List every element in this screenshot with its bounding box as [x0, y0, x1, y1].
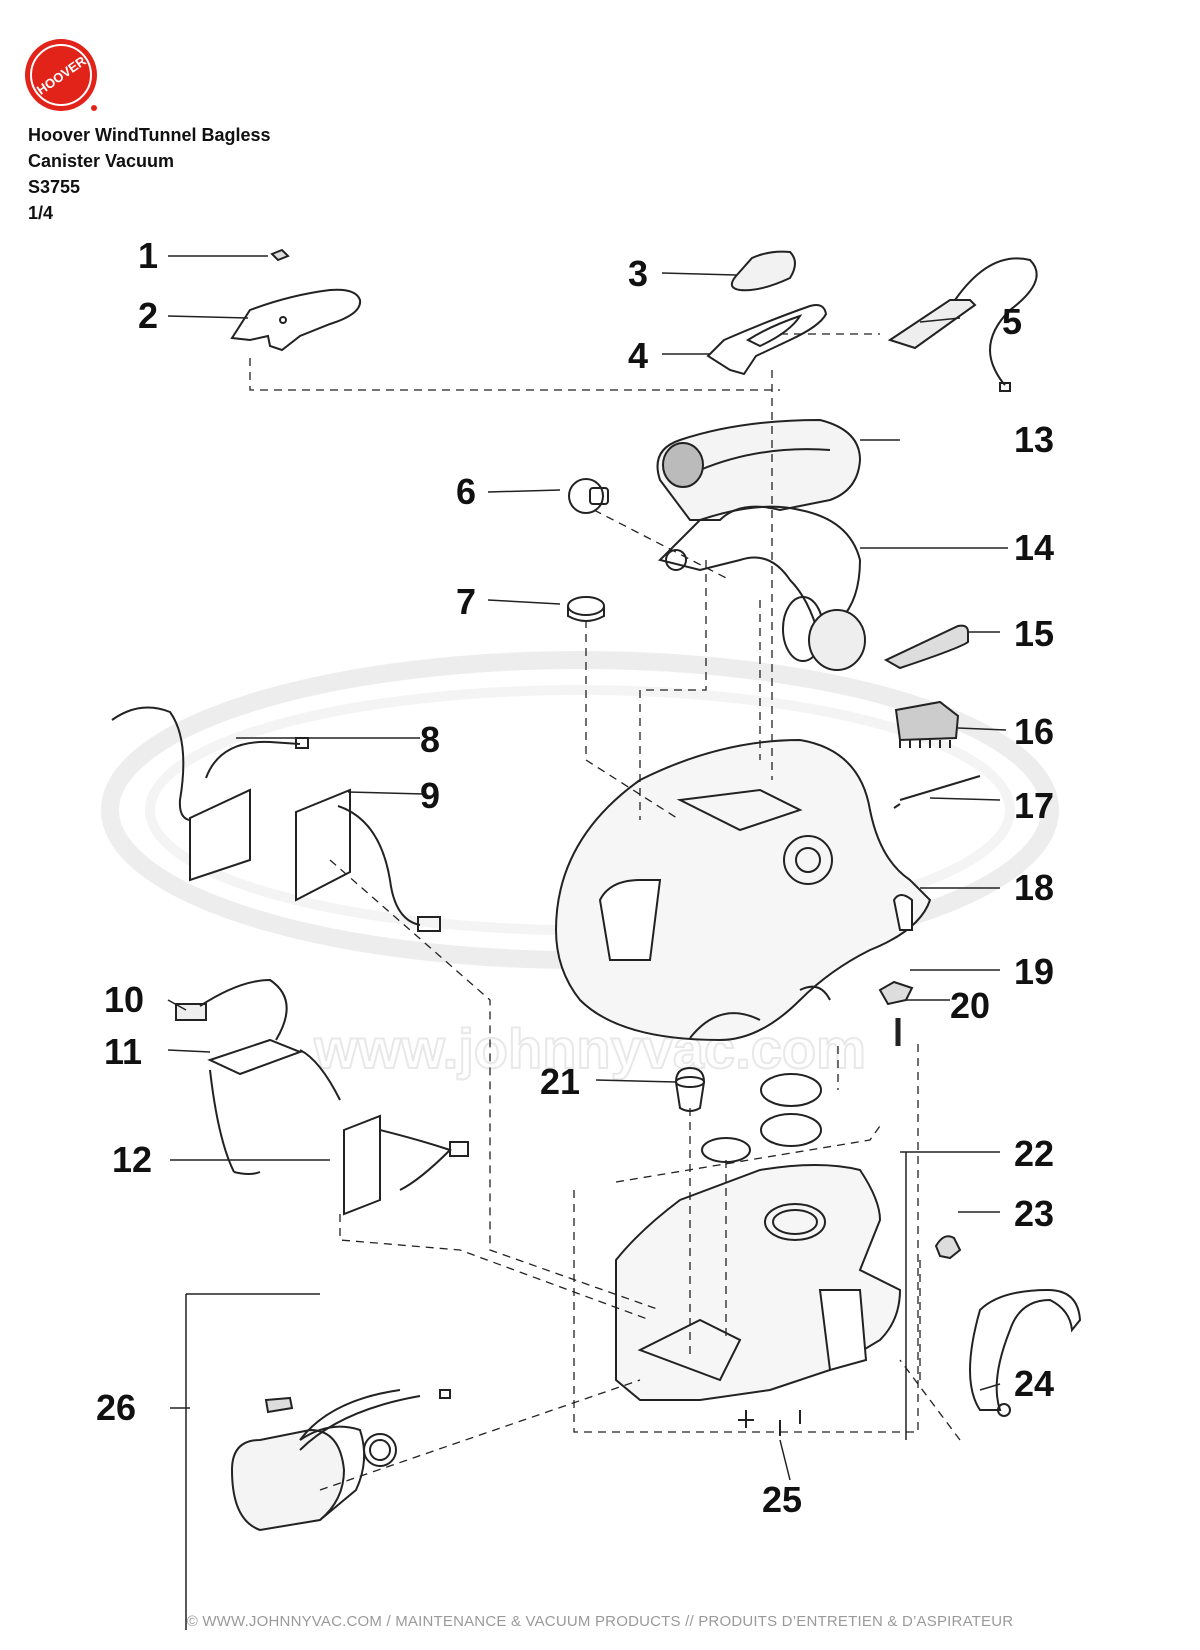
callout-16: 16 [1014, 711, 1054, 752]
callout-6: 6 [456, 471, 476, 512]
callout-20: 20 [950, 985, 990, 1026]
part-8-cord-wire [111, 706, 241, 822]
hoover-logo: HOOVER [25, 39, 97, 111]
callout-13: 13 [1014, 419, 1054, 460]
callout-26: 26 [96, 1387, 136, 1428]
document-header: Hoover WindTunnel Bagless Canister Vacuu… [28, 122, 271, 226]
footer-copyright: © WWW.JOHNNYVAC.COM / MAINTENANCE & VACU… [186, 1613, 1014, 1630]
callout-9: 9 [420, 775, 440, 816]
part-6-wheel-hub [568, 478, 604, 514]
callout-22: 22 [1014, 1133, 1054, 1174]
callout-21: 21 [540, 1061, 580, 1102]
callout-3: 3 [628, 253, 648, 294]
callout-17: 17 [1014, 785, 1054, 826]
part-15-crevice-tool [883, 624, 969, 670]
part-17-tie-rod [893, 775, 981, 809]
callout-10: 10 [104, 979, 144, 1020]
callout-12: 12 [112, 1139, 152, 1180]
callout-24: 24 [1014, 1363, 1054, 1404]
part-24-hose-elbow [969, 1288, 1082, 1411]
part-26-motor [230, 1428, 346, 1532]
callout-15: 15 [1014, 613, 1054, 654]
part-12-terminal-box [343, 1114, 381, 1216]
part-25-screws [738, 1410, 801, 1436]
callout-numbers: 1 2 3 4 5 6 7 8 9 10 11 12 13 14 15 16 1… [96, 235, 1054, 1520]
callout-1: 1 [138, 235, 158, 276]
part-22-base-housing [615, 1164, 902, 1401]
part-16-dusting-brush [894, 700, 960, 742]
callout-5: 5 [1002, 301, 1022, 342]
product-title-line1: Hoover WindTunnel Bagless [28, 125, 271, 145]
callout-25: 25 [762, 1479, 802, 1520]
part-14-yoke [658, 505, 862, 642]
part-1-cap [270, 248, 290, 262]
gasket-ring [760, 1073, 822, 1107]
watermark-url: www.johnnyvac.com [313, 1017, 866, 1080]
callout-18: 18 [1014, 867, 1054, 908]
callout-2: 2 [138, 295, 158, 336]
product-title-line2: Canister Vacuum [28, 151, 175, 171]
callout-23: 23 [1014, 1193, 1054, 1234]
part-11-circuit-board [207, 1038, 303, 1076]
model-number: S3755 [28, 177, 81, 197]
part-9-switch-box [295, 788, 351, 902]
part-4-handle-frame [706, 304, 828, 376]
part-23-bumper-clip [934, 1235, 962, 1260]
part-18-top-cover [554, 738, 932, 1042]
callout-14: 14 [1014, 527, 1054, 568]
part-21-grommet [674, 1066, 706, 1112]
callout-11: 11 [104, 1031, 142, 1072]
callout-4: 4 [628, 335, 648, 376]
callout-7: 7 [456, 581, 476, 622]
part-19-latch [878, 980, 914, 1006]
part-7-bushing [567, 596, 605, 616]
part-2-handle-bottom [230, 288, 362, 352]
part-3-handle-cover [730, 250, 796, 292]
page-number: 1/4 [28, 203, 54, 223]
callout-19: 19 [1014, 951, 1054, 992]
part-5-switch-cord [887, 299, 977, 350]
callout-8: 8 [420, 719, 440, 760]
